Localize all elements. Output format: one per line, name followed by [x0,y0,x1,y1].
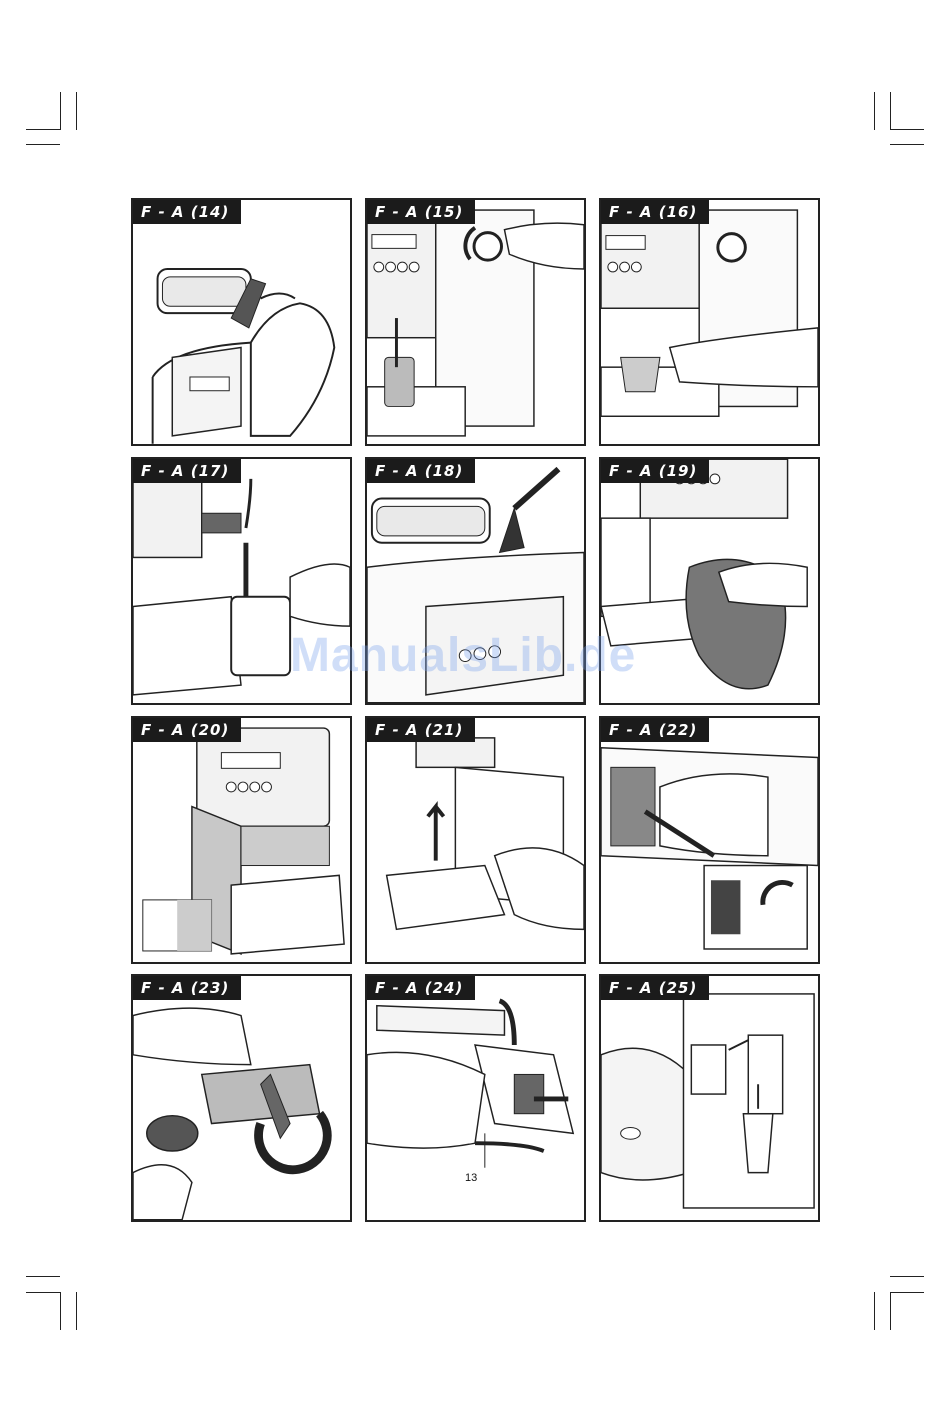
figure-panel-17: F - A (17) [131,457,352,705]
figure-label: F - A (21) [367,718,475,742]
figure-label: F - A (17) [133,459,241,483]
grinder-adjust-illustration [133,200,350,444]
figure-label: F - A (14) [133,200,241,224]
figure-label: F - A (23) [133,976,241,1000]
figure-label: F - A (19) [601,459,709,483]
figure-panel-14: F - A (14) [131,198,352,446]
part-callout-13: 13 [465,1172,477,1184]
steam-knob-illustration [367,200,584,444]
tray-removal-illustration [367,718,584,962]
figure-panel-25: F - A (25) [599,974,820,1222]
figure-panel-23: F - A (23) [131,974,352,1222]
figure-label: F - A (24) [367,976,475,1000]
figure-panel-22: F - A (22) [599,716,820,964]
figure-panel-19: F - A (19) [599,457,820,705]
figure-label: F - A (18) [367,459,475,483]
figure-panel-20: F - A (20) [131,716,352,964]
figure-panel-21: F - A (21) [365,716,586,964]
figure-panel-15: F - A (15) [365,198,586,446]
figure-panel-24: F - A (24) 13 [365,974,586,1222]
figure-label: F - A (15) [367,200,475,224]
figure-panel-16: F - A (16) [599,198,820,446]
figure-label: F - A (16) [601,200,709,224]
drip-tray-wipe-illustration [601,459,818,703]
valve-parts-illustration [601,976,818,1220]
side-door-illustration [133,718,350,962]
nozzle-cleaning-illustration [133,459,350,703]
figure-panel-18: F - A (18) [365,457,586,705]
figure-label: F - A (22) [601,718,709,742]
figure-label: F - A (20) [133,718,241,742]
steam-cup-illustration [601,200,818,444]
brush-cleaning-illustration [367,459,584,703]
filter-cleaning-illustration [133,976,350,1220]
figure-label: F - A (25) [601,976,709,1000]
brewing-unit-removal-illustration [601,718,818,962]
